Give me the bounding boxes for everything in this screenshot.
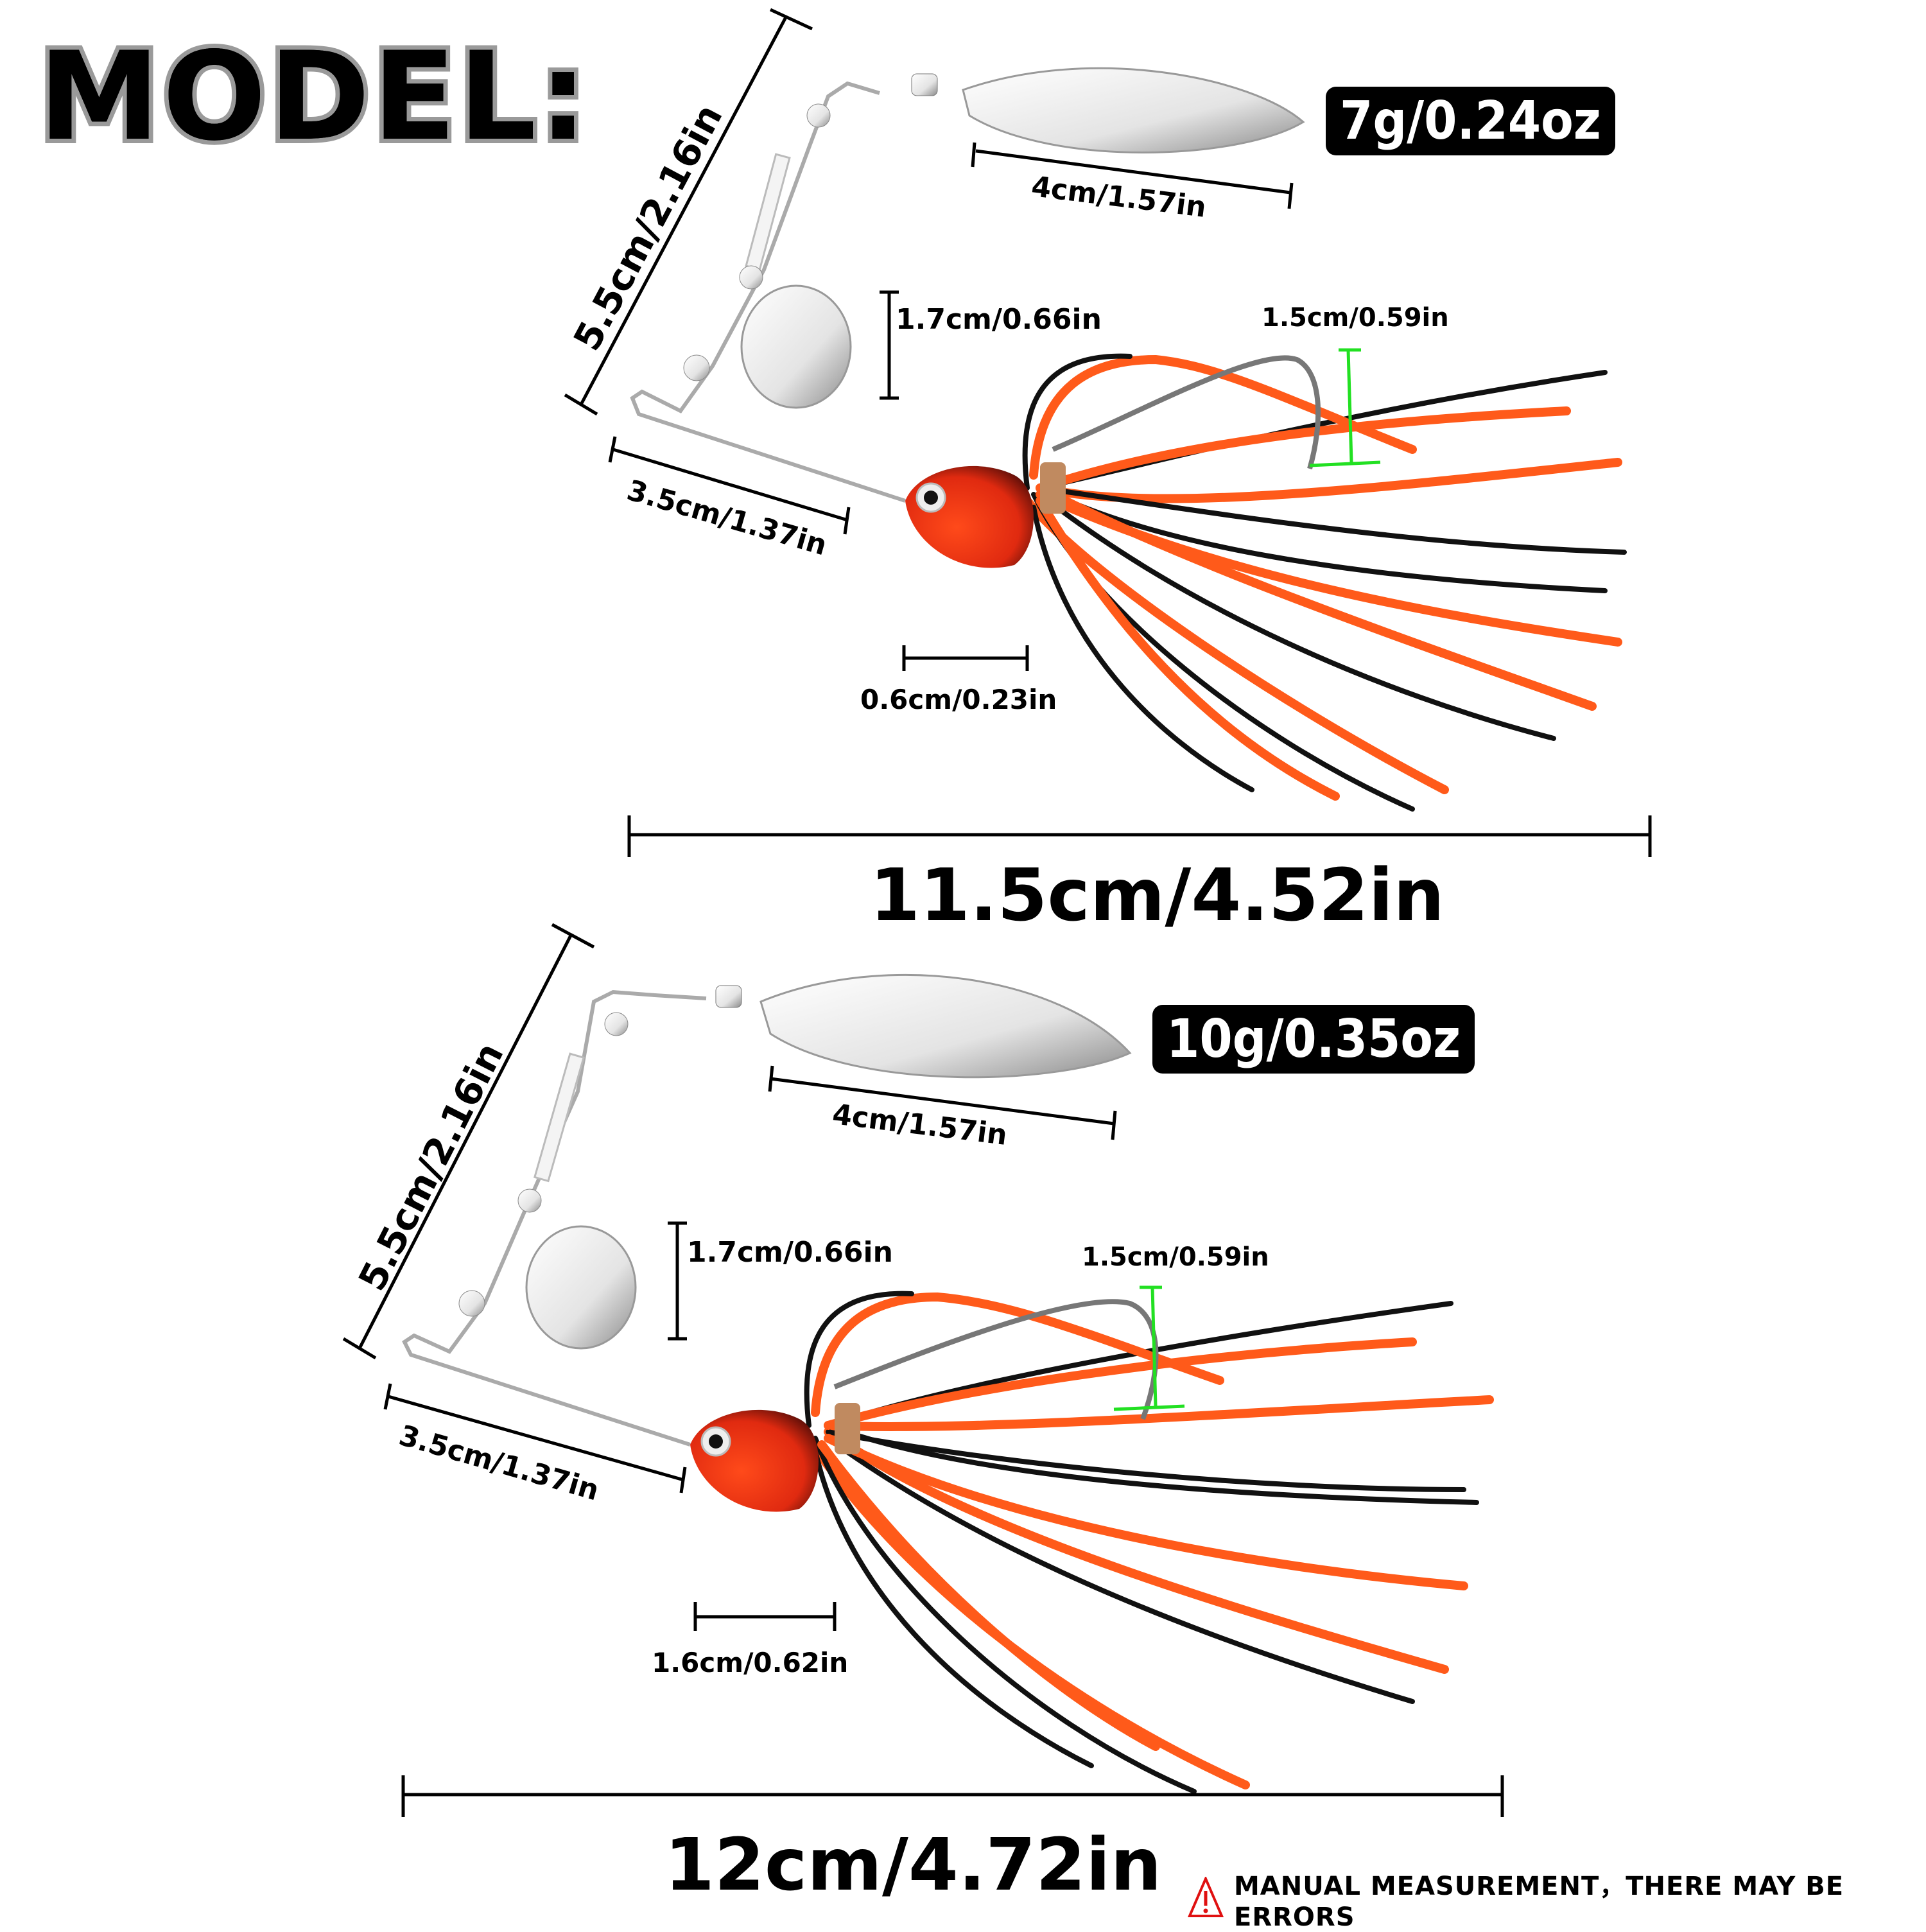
head-width-label-model-2: 1.6cm/0.62in (652, 1647, 849, 1678)
colorado-blade-height-label-model-2: 1.7cm/0.66in (687, 1236, 893, 1269)
total-length-label-model-1: 11.5cm/4.52in (870, 854, 1444, 937)
colorado-blade-height-label-model-1: 1.7cm/0.66in (896, 303, 1102, 336)
measurement-warning: MANUAL MEASUREMENT，THERE MAY BE ERRORS (1187, 1865, 1926, 1932)
warning-text: MANUAL MEASUREMENT，THERE MAY BE ERRORS (1234, 1872, 1844, 1932)
skirt-model-1 (1022, 353, 1627, 812)
hook-gap-marker-model-2 (1113, 1285, 1185, 1411)
weight-badge-model-2: 10g/0.35oz (1152, 1005, 1475, 1074)
hook-gap-marker-model-1 (1309, 348, 1381, 467)
warning-triangle-icon (1187, 1875, 1224, 1920)
lure-model-1 (630, 67, 1627, 812)
head-width-label-model-1: 0.6cm/0.23in (860, 684, 1057, 715)
hook-gap-label-model-2: 1.5cm/0.59in (1082, 1242, 1269, 1272)
model-title: MODEL: (34, 21, 592, 172)
weight-badge-model-1: 7g/0.24oz (1326, 87, 1615, 155)
total-length-label-model-2: 12cm/4.72in (664, 1823, 1162, 1907)
dimension-lines-model-2 (342, 923, 1504, 1817)
skirt-model-2 (804, 1291, 1494, 1794)
hook-gap-label-model-1: 1.5cm/0.59in (1262, 303, 1449, 333)
dimension-lines-model-1 (564, 8, 1652, 857)
lure-model-2 (402, 973, 1494, 1794)
